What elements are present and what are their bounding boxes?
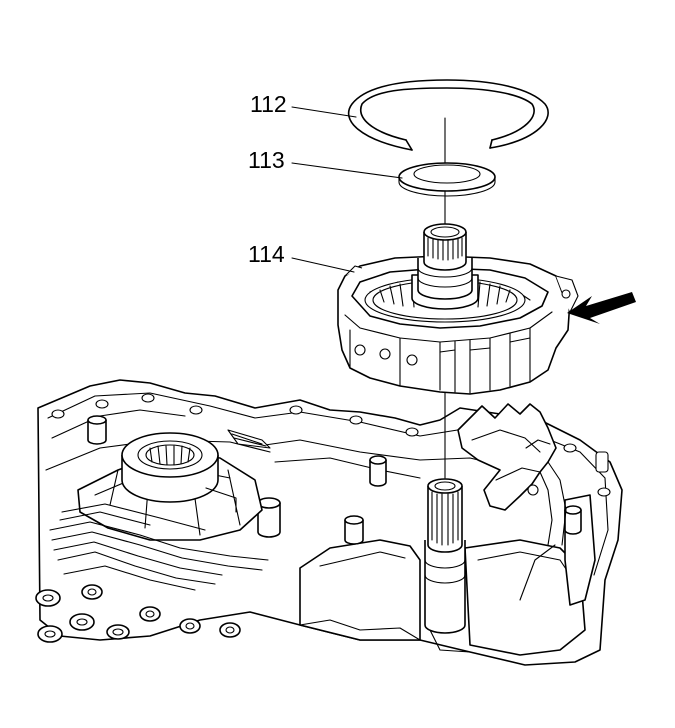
input-shaft [424, 478, 466, 634]
callout-label-113: 113 [248, 147, 285, 173]
callout-112: 112 [250, 91, 357, 118]
case-bosses [35, 584, 241, 643]
manual-shaft-detent-lever [457, 403, 567, 546]
case-studs [87, 415, 582, 545]
arrow-pointer-icon [567, 292, 636, 324]
callout-113: 113 [248, 147, 403, 179]
callout-114: 114 [248, 241, 355, 273]
case-channels [49, 503, 269, 591]
callout-label-112: 112 [250, 91, 287, 117]
snap-ring-112 [347, 79, 549, 151]
case-bolt-holes [51, 393, 611, 497]
callout-label-114: 114 [248, 241, 285, 267]
clutch-housing-114 [337, 223, 579, 395]
thrust-washer-113 [398, 162, 496, 197]
